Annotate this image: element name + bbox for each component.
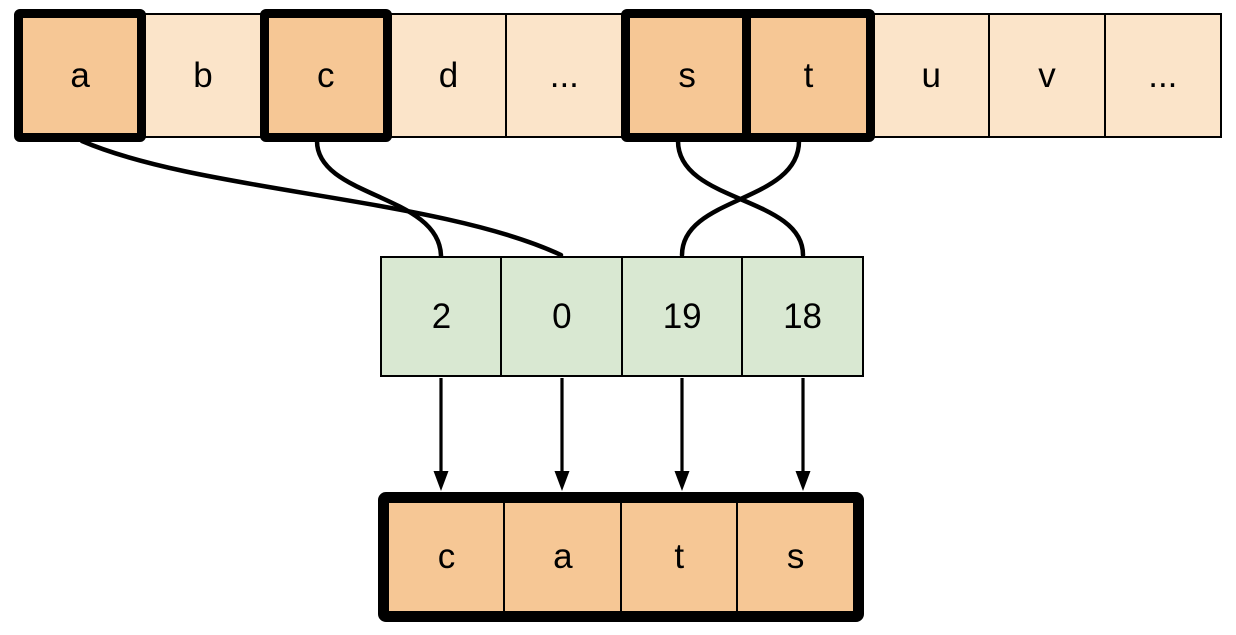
- cell-label: 2: [431, 296, 452, 336]
- arrowhead-icon: [795, 471, 811, 491]
- cell-label: b: [193, 55, 213, 95]
- output-cell-1: a: [503, 501, 623, 613]
- output-cell-2: t: [619, 501, 739, 613]
- output-cell-0: c: [387, 501, 506, 613]
- alphabet-cell-b: b: [143, 13, 263, 138]
- curve-a-to-0: [79, 138, 564, 258]
- index-cell-1: 0: [500, 256, 624, 377]
- output-word-box: c a t s: [378, 492, 864, 622]
- cell-label: c: [316, 55, 335, 95]
- index-cell-2: 19: [620, 256, 744, 377]
- cell-label: c: [437, 537, 456, 576]
- index-cell-3: 18: [741, 256, 864, 377]
- cell-label: s: [678, 55, 696, 95]
- arrowhead-icon: [674, 471, 690, 491]
- cell-label: 0: [552, 296, 572, 336]
- alphabet-cell-ellipsis-1: ...: [505, 13, 624, 138]
- arrow-index0-to-c: [433, 378, 449, 491]
- alphabet-cell-s: s: [620, 9, 754, 142]
- alphabet-cell-v: v: [987, 13, 1107, 138]
- curve-s-to-18: [675, 138, 806, 258]
- arrow-index1-to-a: [554, 378, 570, 491]
- arrowhead-icon: [433, 471, 449, 491]
- alphabet-cell-ellipsis-2: ...: [1103, 13, 1222, 138]
- cell-label: t: [674, 537, 685, 576]
- alphabet-cell-c: c: [259, 9, 392, 142]
- curve-c-to-2: [314, 138, 444, 260]
- alphabet-cell-t: t: [742, 9, 875, 142]
- cell-label: ...: [1148, 55, 1178, 95]
- cell-label: a: [553, 537, 573, 576]
- alphabet-row: a b c d ... s t u v ...: [14, 9, 1222, 142]
- cell-label: t: [803, 55, 814, 95]
- arrow-index3-to-s: [795, 378, 811, 491]
- alphabet-cell-u: u: [872, 13, 991, 138]
- alphabet-cell-a: a: [14, 9, 147, 142]
- cell-label: a: [70, 55, 90, 95]
- alphabet-cell-d: d: [389, 13, 508, 138]
- cell-label: u: [921, 55, 941, 95]
- index-cell-0: 2: [380, 256, 503, 377]
- cell-label: 18: [783, 296, 823, 336]
- arrowhead-icon: [554, 471, 570, 491]
- index-row: 2 0 19 18: [380, 256, 864, 377]
- curve-t-to-19: [679, 138, 802, 258]
- cell-label: d: [438, 55, 459, 95]
- arrow-index2-to-t: [674, 378, 690, 491]
- output-cell-3: s: [736, 501, 855, 613]
- cell-label: 19: [662, 296, 702, 336]
- cell-label: v: [1038, 55, 1056, 95]
- cell-label: ...: [549, 55, 579, 95]
- cell-label: s: [786, 537, 805, 576]
